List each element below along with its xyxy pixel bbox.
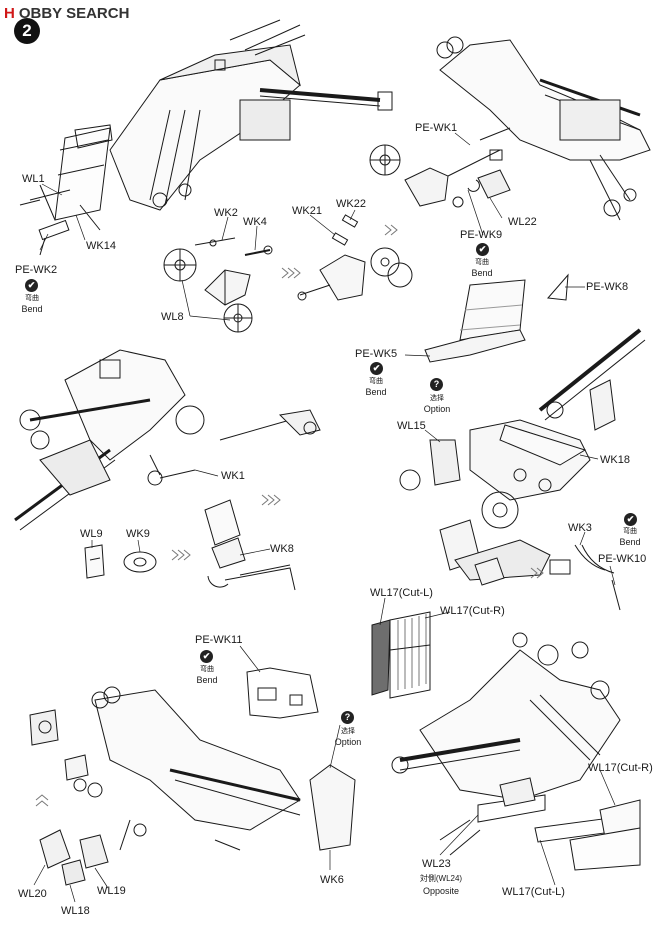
bottom-right-assembly-drawing: [391, 632, 641, 871]
option-note-middle: 选择 Option: [418, 394, 456, 414]
label-wl18: WL18: [61, 905, 90, 917]
top-right-assembly-drawing: [369, 36, 651, 221]
bottom-left-assembly-drawing: [29, 686, 356, 886]
label-wl17-cut-r-top: WL17(Cut-R): [440, 605, 505, 617]
chevrons-right: [384, 224, 398, 236]
bend-note-pe-wk10: 弯曲 Bend: [616, 527, 644, 547]
bend-cn: 弯曲: [475, 259, 489, 266]
bend-icon: ✔: [476, 243, 489, 256]
bend-en: Bend: [196, 675, 218, 685]
wl17-top-parts: [371, 611, 431, 699]
logo-mark: H: [4, 4, 15, 22]
wheel-parts-drawing: [163, 237, 273, 333]
pe-wk11-part: [246, 667, 319, 719]
label-wk2: WK2: [214, 207, 238, 219]
label-wk9: WK9: [126, 528, 150, 540]
step-number-badge: 2: [14, 18, 40, 44]
wl9-wk9-wk8-parts: [84, 499, 296, 591]
bend-en: Bend: [619, 537, 641, 547]
label-wl17-cut-l-bottom: WL17(Cut-L): [502, 886, 565, 898]
leader-lines: [33, 132, 616, 903]
label-wk1: WK1: [221, 470, 245, 482]
label-wl20: WL20: [18, 888, 47, 900]
bend-en: Bend: [365, 387, 387, 397]
label-wl8: WL8: [161, 311, 184, 323]
chevrons-mid-right: [530, 567, 544, 579]
label-wk8: WK8: [270, 543, 294, 555]
label-pe-wk1: PE-WK1: [415, 122, 458, 134]
label-pe-wk8: PE-WK8: [586, 281, 629, 293]
label-wl9: WL9: [80, 528, 103, 540]
option-icon: ?: [341, 711, 354, 724]
bend-en: Bend: [471, 268, 493, 278]
option-en: Option: [423, 404, 451, 414]
label-pe-wk9: PE-WK9: [460, 229, 503, 241]
label-pe-wk11: PE-WK11: [195, 634, 243, 646]
middle-right-assembly-drawing: [399, 328, 646, 611]
label-wl22: WL22: [508, 216, 537, 228]
bend-icon: ✔: [370, 362, 383, 375]
label-opposite: Opposite: [422, 886, 460, 896]
label-wk6: WK6: [320, 874, 344, 886]
bend-note-pe-wk11: 弯曲 Bend: [193, 665, 221, 685]
bend-cn: 弯曲: [25, 295, 39, 302]
label-wl19: WL19: [97, 885, 126, 897]
label-wk21: WK21: [292, 205, 322, 217]
option-cn: 选择: [341, 728, 355, 735]
option-note-bottom: 选择 Option: [329, 727, 367, 747]
bend-cn: 弯曲: [623, 528, 637, 535]
bend-icon: ✔: [200, 650, 213, 663]
bend-cn: 弯曲: [200, 666, 214, 673]
label-wk3: WK3: [568, 522, 592, 534]
chevrons-left: [281, 267, 301, 279]
label-wk14: WK14: [86, 240, 116, 252]
chevrons-mid-left: [171, 494, 281, 561]
chevrons-bottom-left: [35, 794, 49, 807]
option-en: Option: [334, 737, 362, 747]
label-wk18: WK18: [600, 454, 630, 466]
bend-icon: ✔: [624, 513, 637, 526]
middle-left-assembly-drawing: [14, 349, 321, 531]
bend-cn: 弯曲: [369, 378, 383, 385]
option-icon: ?: [430, 378, 443, 391]
pe-wk5-wk8-parts: [424, 273, 569, 363]
bend-note-pe-wk9: 弯曲 Bend: [468, 258, 496, 278]
bend-note-pe-wk5: 弯曲 Bend: [362, 377, 390, 397]
label-wl23: WL23: [422, 858, 451, 870]
bend-note-pe-wk2: 弯曲 Bend: [18, 294, 46, 314]
label-wl17-cut-l-top: WL17(Cut-L): [370, 587, 433, 599]
bend-icon: ✔: [25, 279, 38, 292]
label-pe-wk5: PE-WK5: [355, 348, 398, 360]
bend-en: Bend: [21, 304, 43, 314]
label-wk22: WK22: [336, 198, 366, 210]
label-wl1: WL1: [22, 173, 45, 185]
label-wk4: WK4: [243, 216, 267, 228]
option-cn: 选择: [430, 395, 444, 402]
label-pe-wk10: PE-WK10: [598, 553, 647, 565]
wk21-wk22-drawing: [297, 214, 413, 301]
label-wl24-opposite-cn: 対側(WL24): [419, 874, 463, 883]
top-left-assembly-drawing: [19, 19, 393, 256]
label-pe-wk2: PE-WK2: [15, 264, 58, 276]
label-wl17-cut-r-bottom: WL17(Cut-R): [588, 762, 653, 774]
logo-text: OBBY SEARCH: [18, 4, 130, 22]
label-wl15: WL15: [397, 420, 426, 432]
